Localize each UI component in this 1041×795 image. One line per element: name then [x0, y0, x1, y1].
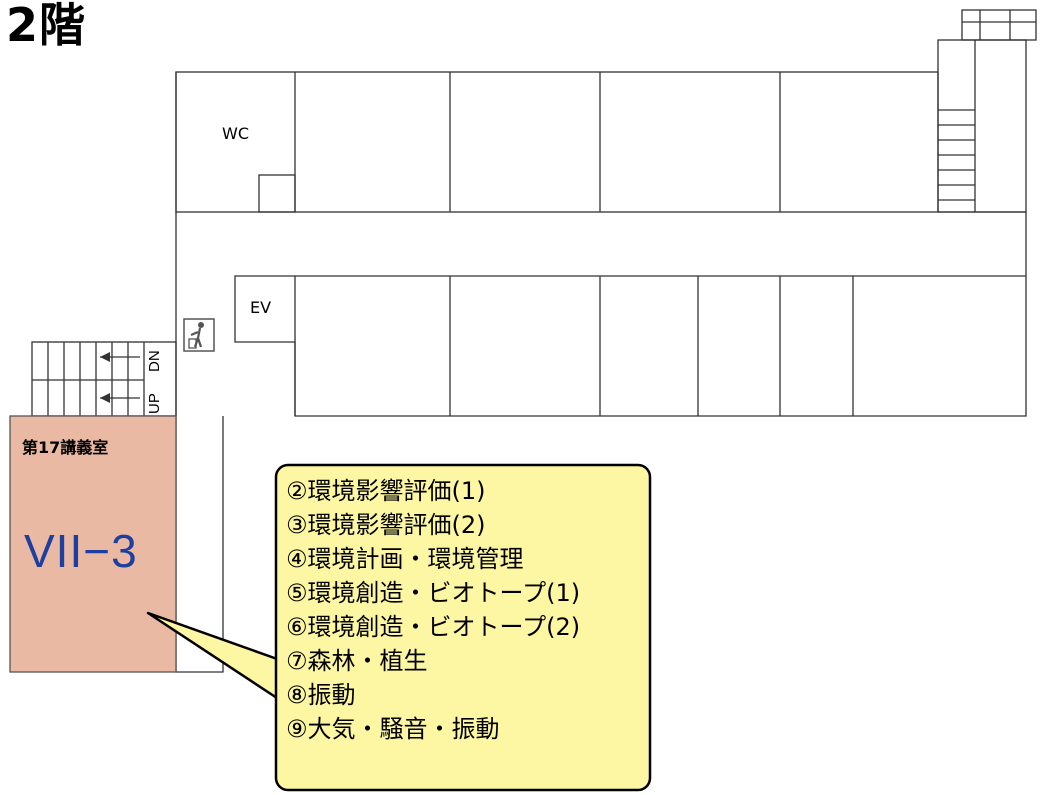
- subject-item: ②環境影響評価(1): [286, 477, 486, 505]
- subject-item: ⑦森林・植生: [286, 647, 428, 675]
- lecture-room-code: VII−3: [24, 525, 138, 577]
- subject-item: ③環境影響評価(2): [286, 511, 486, 539]
- subject-item: ⑤環境創造・ビオトープ(1): [286, 579, 581, 607]
- subject-item: ④環境計画・環境管理: [286, 545, 524, 573]
- trash-can-icon: [183, 318, 215, 352]
- subject-item: ⑧振動: [286, 681, 356, 709]
- ev-label: EV: [250, 298, 272, 317]
- subject-item: ⑥環境創造・ビオトープ(2): [286, 613, 581, 641]
- callout-box: [274, 463, 652, 792]
- stairs-down-label: DN: [146, 350, 163, 372]
- top-room-row: [175, 71, 939, 213]
- lecture-room-17: [9, 415, 177, 673]
- corridor-wall: [234, 211, 1027, 417]
- stairs-up-label: UP: [146, 393, 163, 414]
- lecture-room-name: 第17講義室: [22, 438, 109, 457]
- subject-list: ②環境影響評価(1) ③環境影響評価(2) ④環境計画・環境管理 ⑤環境創造・ビ…: [286, 474, 580, 746]
- wc-small-box: [258, 174, 296, 213]
- right-stairs: [937, 39, 1027, 213]
- floor-title: 2階: [6, 0, 87, 52]
- subject-item: ⑨大気・騒音・振動: [286, 715, 500, 743]
- wc-label: WC: [222, 124, 249, 143]
